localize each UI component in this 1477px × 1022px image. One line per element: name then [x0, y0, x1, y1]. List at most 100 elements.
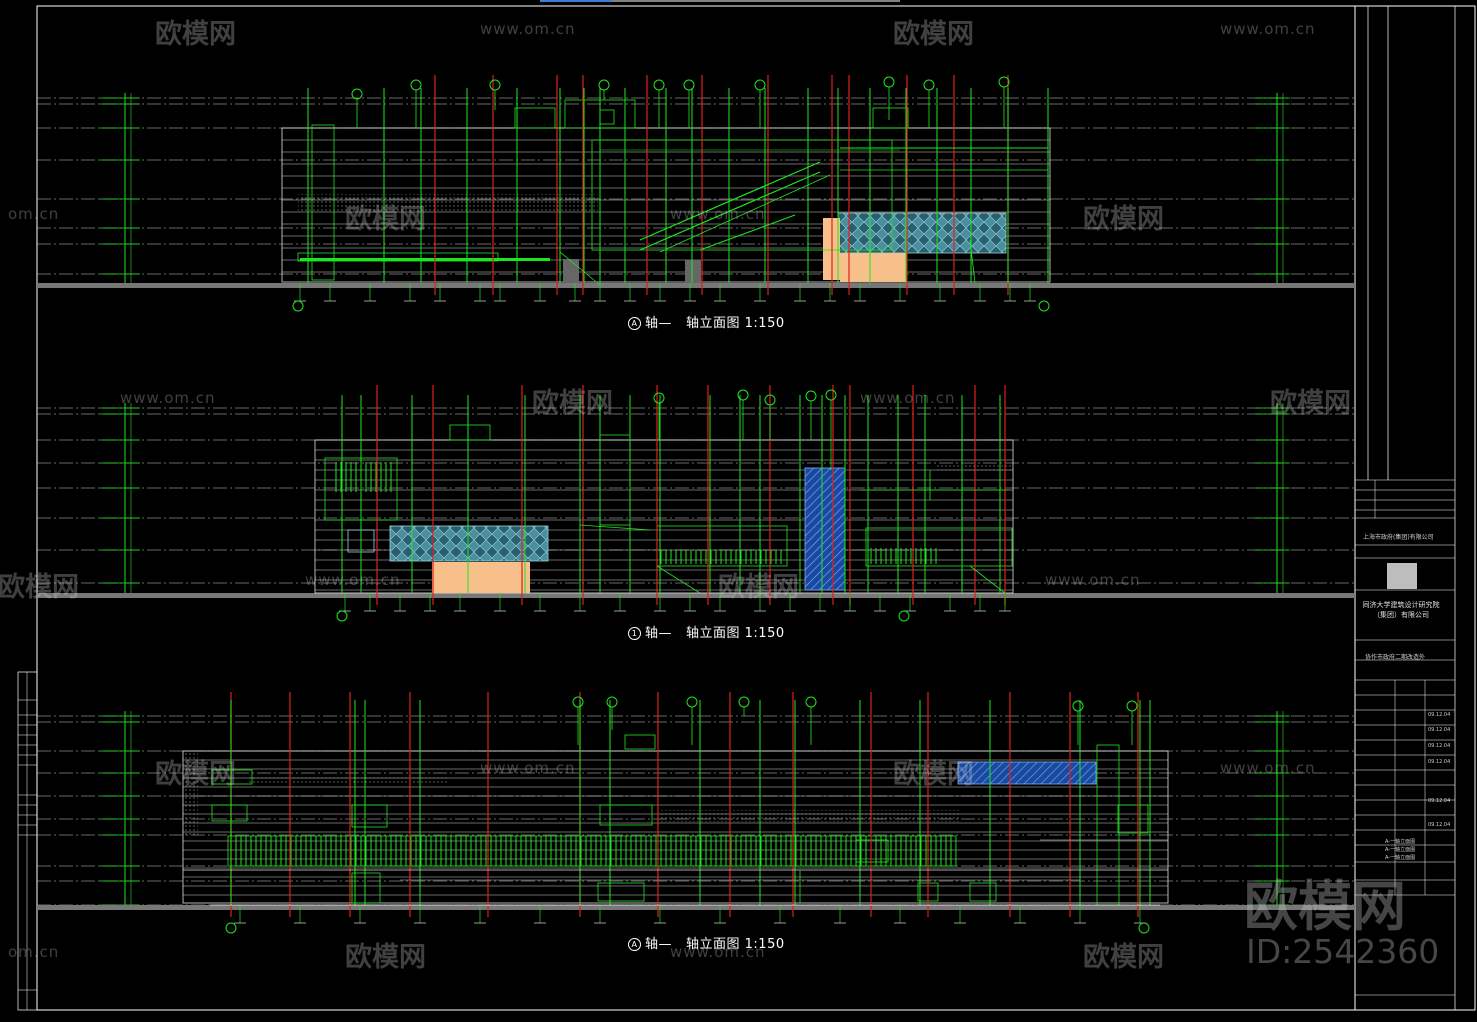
structure-line [559, 251, 601, 286]
column-grey [685, 260, 701, 283]
institute-logo [1387, 563, 1417, 589]
facade-peach-panel [840, 253, 906, 282]
facade-blue-glass [957, 761, 1097, 785]
axis-bubble-green [410, 79, 422, 91]
elevation-3 [37, 692, 1355, 934]
elevation-title: 轴立面图 1:150 [686, 626, 785, 641]
elevation-marker: A [628, 938, 641, 951]
elevation-marker: A [628, 317, 641, 330]
facade-blue-glass [804, 467, 846, 591]
title-block-institute: 同济大学建筑设计研究院（集团）有限公司 [1362, 601, 1440, 619]
facade-green-grille [335, 462, 395, 492]
left-strip-frame [17, 671, 38, 1011]
window-green [855, 839, 889, 863]
column-grey [563, 259, 579, 283]
roof-equipment [599, 109, 615, 125]
elevation-marker: 1 [628, 627, 641, 640]
window-green [211, 769, 253, 785]
elevation-1 [37, 75, 1355, 312]
structure-line [969, 239, 976, 284]
axis-bubble-green [754, 79, 766, 91]
structure-line [656, 565, 701, 594]
title-block-sheet-2: A-一轴立面图 [1385, 847, 1416, 853]
axis-bubble-green [1126, 700, 1138, 712]
canopy-green [300, 258, 550, 261]
facade-diamond-panel [837, 212, 1007, 254]
axis-bubble-bottom [1038, 300, 1050, 312]
elevation-caption-2: 1 轴— 轴立面图 1:150 [628, 622, 785, 641]
structure-line [699, 214, 796, 251]
title-block-date-2: 09.12.04 [1428, 727, 1451, 733]
facade-diamond-panel [389, 525, 549, 562]
axis-bubble-green [598, 79, 610, 91]
building-outline [314, 439, 1014, 594]
title-block-project: 协作市政府二期改造外 [1365, 654, 1426, 661]
window-green [211, 804, 248, 822]
axis-bubble-green [489, 79, 501, 91]
structure-line [969, 565, 1006, 594]
axis-bubble-bottom [225, 922, 237, 934]
window-green [351, 804, 388, 828]
door-green [351, 872, 381, 904]
axis-bubble-bottom [1138, 922, 1150, 934]
ground-line [37, 593, 1355, 598]
structure-line [579, 524, 651, 531]
roof-equipment [514, 107, 556, 129]
roof-equipment [624, 734, 656, 750]
axis-bubble-green [1072, 700, 1084, 712]
title-block-date-6: 09.12.04 [1428, 822, 1451, 828]
left-revision-strip [17, 671, 38, 1011]
elevation-prefix: 轴— [645, 937, 673, 952]
title-block-date-5: 09.12.04 [1428, 798, 1451, 804]
axis-bubble-bottom [292, 300, 304, 312]
axis-bubble-green [805, 696, 817, 708]
facade-stone-band [183, 751, 198, 835]
structure-line [639, 171, 821, 251]
title-block-date-1: 09.12.04 [1428, 712, 1451, 718]
axis-bubble-green [883, 76, 895, 88]
axis-bubble-bottom [336, 610, 348, 622]
stair-tower [311, 124, 335, 281]
facade-green-louver [228, 836, 956, 866]
structure-line [659, 174, 831, 253]
sheet-frame [36, 5, 1476, 1011]
roof-parapet-band [935, 465, 1013, 471]
facade-green-louver-frame [227, 835, 957, 867]
facade-stone-band [298, 194, 598, 212]
ground-line [37, 283, 1355, 288]
title-block-date-3: 09.12.04 [1428, 743, 1451, 749]
axis-bubble-green [653, 79, 665, 91]
ground-line [37, 905, 1355, 910]
title-block-client: 上海市政府(集团)有限公司 [1363, 534, 1434, 541]
window-green [599, 804, 653, 826]
axis-bubble-green [351, 88, 363, 100]
window-green [969, 882, 997, 902]
facade-stone-band [660, 810, 960, 822]
axis-bubble-green [686, 696, 698, 708]
elevation-prefix: 轴— [645, 316, 673, 331]
title-block-date-4: 09.12.04 [1428, 759, 1451, 765]
axis-bubble-green [683, 79, 695, 91]
facade-green-frame [591, 139, 893, 251]
axis-bubble-green [653, 392, 665, 404]
elevation-2 [37, 385, 1355, 622]
facade-stone-band [248, 776, 448, 784]
axis-bubble-green [923, 79, 935, 91]
title-block [1354, 6, 1456, 1011]
title-block-sheet-1: A-一轴立面图 [1385, 839, 1416, 845]
axis-bubble-green [572, 696, 584, 708]
axis-bubble-green [805, 390, 817, 402]
facade-green-grille [868, 548, 938, 564]
structure-line [639, 161, 821, 241]
elevation-prefix: 轴— [645, 626, 673, 641]
facade-green-grille [660, 550, 785, 564]
facade-green-frame [865, 527, 1013, 567]
title-block-sheet-3: A-一轴立面图 [1385, 855, 1416, 861]
elevation-title: 轴立面图 1:150 [686, 937, 785, 952]
axis-bubble-green [825, 389, 837, 401]
axis-bubble-green [738, 696, 750, 708]
elevation-caption-3: A 轴— 轴立面图 1:150 [628, 933, 785, 952]
